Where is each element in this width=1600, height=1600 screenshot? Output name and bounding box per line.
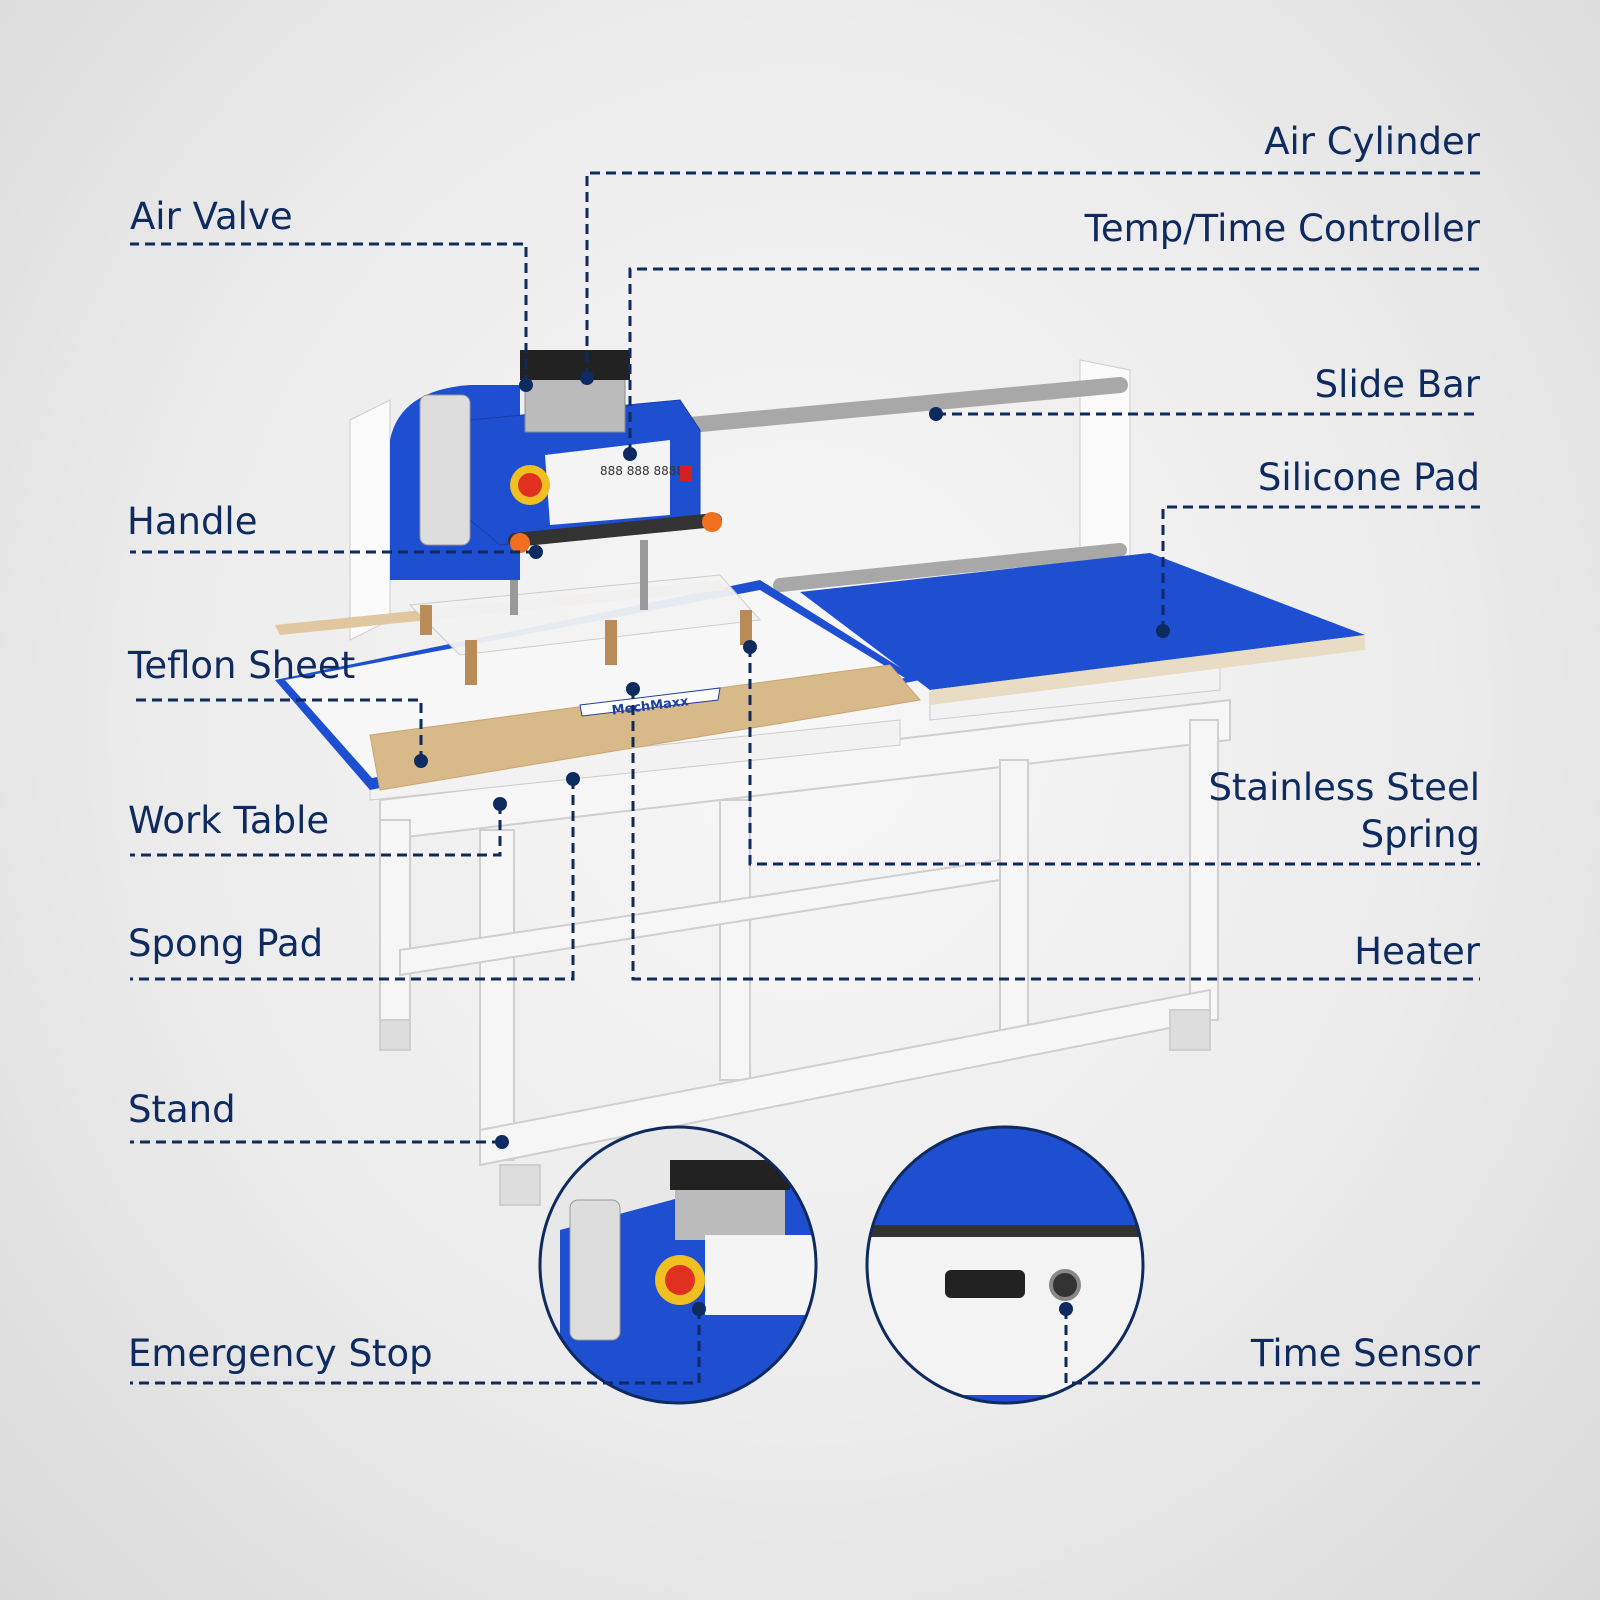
- label-heater: Heater: [1354, 930, 1481, 973]
- label-work-table: Work Table: [128, 799, 329, 842]
- label-silicone-pad: Silicone Pad: [1258, 456, 1480, 499]
- label-air-cylinder: Air Cylinder: [1264, 120, 1481, 163]
- emergency-stop-button: [518, 473, 542, 497]
- label-teflon-sheet: Teflon Sheet: [127, 644, 355, 687]
- leader-lines: [130, 171, 1480, 1385]
- air-valve: [419, 394, 471, 546]
- label-stainless-steel-spring-2: Spring: [1361, 813, 1480, 856]
- label-spong-pad: Spong Pad: [128, 922, 323, 965]
- silicone-pad: [800, 553, 1365, 721]
- emergency-stop-inset: [538, 1125, 818, 1405]
- label-air-valve: Air Valve: [130, 195, 293, 238]
- label-handle: Handle: [127, 500, 257, 543]
- label-emergency-stop: Emergency Stop: [128, 1332, 433, 1375]
- handle: [508, 513, 722, 547]
- controller-display: 888 888 8888: [600, 464, 684, 478]
- label-time-sensor: Time Sensor: [1250, 1332, 1481, 1375]
- label-slide-bar: Slide Bar: [1315, 363, 1481, 406]
- time-sensor-inset: [865, 1125, 1145, 1405]
- label-stainless-steel-spring-1: Stainless Steel: [1208, 766, 1480, 809]
- slide-bar: [349, 359, 1131, 641]
- press-head: 888 888 8888: [390, 350, 722, 580]
- stand: [379, 698, 1231, 1206]
- label-stand: Stand: [128, 1088, 236, 1131]
- label-temp-time-controller: Temp/Time Controller: [1084, 207, 1481, 250]
